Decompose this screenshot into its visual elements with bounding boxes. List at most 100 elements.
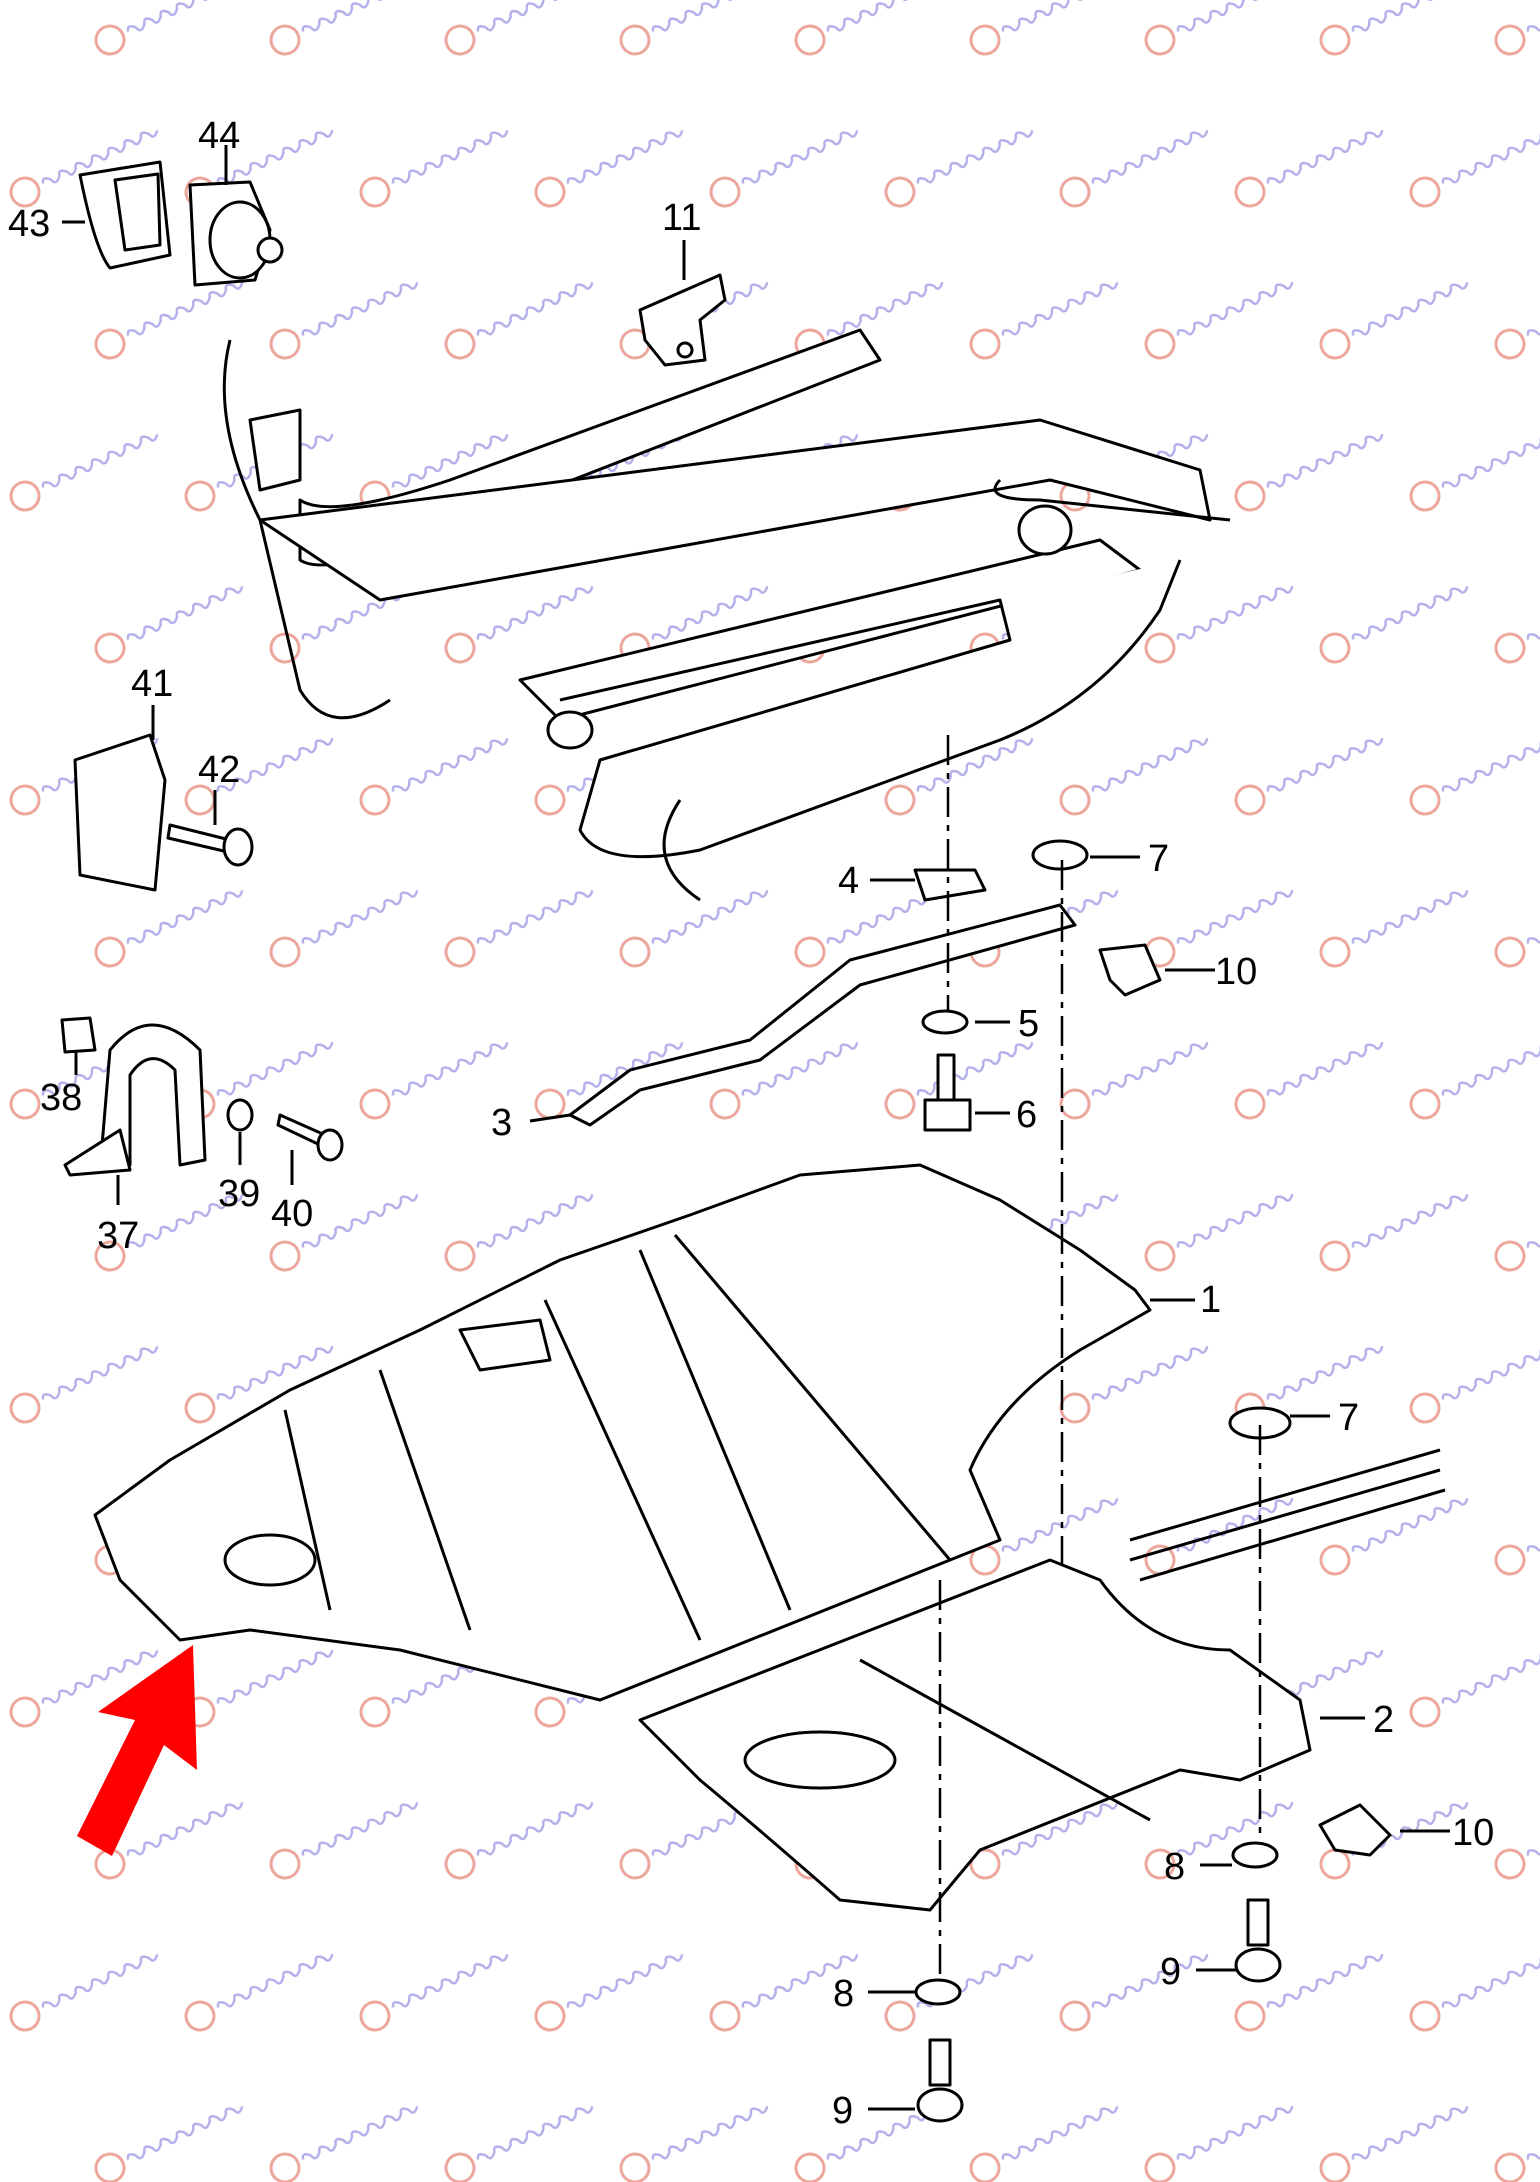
watermark-logo [1234, 1041, 1384, 1120]
watermark-logo [184, 737, 334, 816]
floor-rail [1129, 1448, 1446, 1582]
part-43-frame [78, 160, 172, 270]
watermark-logo [1144, 585, 1294, 664]
watermark-logo [1319, 281, 1469, 360]
watermark-logo [1319, 0, 1469, 56]
watermark-logo [94, 2105, 244, 2182]
watermark-logo [269, 281, 419, 360]
watermark-logo [1409, 1953, 1540, 2032]
watermark-logo [1059, 1953, 1209, 2032]
callout-labels: 43 44 11 41 42 4 7 10 5 38 3 6 39 40 37 … [8, 115, 1494, 2132]
part-6-bolt [923, 1053, 972, 1132]
part-8b-washer [914, 1978, 962, 2006]
watermark-logo [1409, 1345, 1540, 1424]
watermark-logo [1234, 1953, 1384, 2032]
watermark-logo [94, 0, 244, 56]
watermark-logo [709, 1953, 859, 2032]
watermark-logo [1494, 585, 1540, 664]
callout-6: 6 [1016, 1094, 1037, 1136]
callout-7b: 7 [1338, 1397, 1359, 1439]
callout-10b: 10 [1452, 1812, 1494, 1854]
watermark-logo [269, 1193, 419, 1272]
callout-39: 39 [218, 1173, 260, 1215]
part-10b-clip [1318, 1803, 1392, 1857]
watermark-logo [1409, 1649, 1540, 1728]
part-40-screw [276, 1113, 344, 1162]
watermark-logo [1234, 129, 1384, 208]
callout-5: 5 [1018, 1003, 1039, 1045]
part-44-boot [188, 180, 284, 287]
watermark-logo [534, 129, 684, 208]
watermark-logo [184, 1041, 334, 1120]
part-5-washer [921, 1009, 969, 1035]
watermark-logo [619, 0, 769, 56]
watermark-logo [9, 1345, 159, 1424]
watermark-logo [1059, 737, 1209, 816]
watermark-logo [9, 129, 159, 208]
watermark-logo [1494, 889, 1540, 968]
part-4-nut [913, 868, 987, 902]
callout-1: 1 [1200, 1279, 1221, 1321]
watermark-logo [1494, 281, 1540, 360]
watermark-logo [884, 1041, 1034, 1120]
part-1-underbody-shield [93, 1163, 1152, 1702]
watermark-logo [969, 281, 1119, 360]
callout-44: 44 [198, 115, 240, 157]
callout-40: 40 [271, 1193, 313, 1235]
watermark-logo [1319, 585, 1469, 664]
watermark-logo [1319, 1497, 1469, 1576]
watermark-logo [1494, 2105, 1540, 2182]
watermark-logo [94, 585, 244, 664]
watermark-logo [1059, 1345, 1209, 1424]
callout-9a: 9 [1160, 1951, 1181, 1993]
watermark-logo [794, 2105, 944, 2182]
watermark-logo [184, 1345, 334, 1424]
callout-8b: 8 [833, 1973, 854, 2015]
watermark-logo [1144, 281, 1294, 360]
watermark-logo [444, 889, 594, 968]
watermark-logo [709, 129, 859, 208]
watermark-logo [1144, 0, 1294, 56]
watermark-logo [269, 1801, 419, 1880]
watermark-logo [94, 281, 244, 360]
watermark-logo [94, 889, 244, 968]
watermark-logo [969, 2105, 1119, 2182]
callout-7: 7 [1148, 838, 1169, 880]
watermark-logo [1144, 1801, 1294, 1880]
leader-lines [62, 145, 1450, 2111]
callout-9b: 9 [832, 2090, 853, 2132]
watermark-logo [1234, 433, 1384, 512]
watermark-logo [619, 889, 769, 968]
part-9b-clip [916, 2038, 964, 2123]
part-9a-clip [1234, 1898, 1282, 1983]
part-11-bracket [638, 273, 727, 367]
watermark-logo [1319, 2105, 1469, 2182]
watermark-logo [709, 1041, 859, 1120]
callout-37: 37 [97, 1215, 139, 1257]
watermark-logo [1319, 1193, 1469, 1272]
part-7a-washer [1031, 839, 1089, 871]
watermark-logo [1409, 1041, 1540, 1120]
assembly-lines [938, 735, 1262, 1980]
watermark-logo [1494, 1497, 1540, 1576]
part-42-screw [166, 823, 254, 867]
watermark-logo [794, 0, 944, 56]
callout-11: 11 [662, 197, 701, 239]
watermark-logo [1144, 1497, 1294, 1576]
watermark-logo [9, 1953, 159, 2032]
part-39-washer [226, 1098, 254, 1132]
callout-2: 2 [1373, 1699, 1394, 1741]
watermark-logo [619, 2105, 769, 2182]
watermark-logo [359, 129, 509, 208]
watermark-logo [1409, 129, 1540, 208]
callout-43: 43 [8, 203, 50, 245]
callout-3: 3 [491, 1102, 512, 1144]
watermark-logo [444, 585, 594, 664]
watermark-logo [1144, 1193, 1294, 1272]
watermark-logo [884, 737, 1034, 816]
watermark-logo [269, 889, 419, 968]
watermark-logo [444, 1193, 594, 1272]
watermark-logo [269, 0, 419, 56]
part-37-38-mount [60, 1016, 207, 1177]
watermark-logo [359, 737, 509, 816]
